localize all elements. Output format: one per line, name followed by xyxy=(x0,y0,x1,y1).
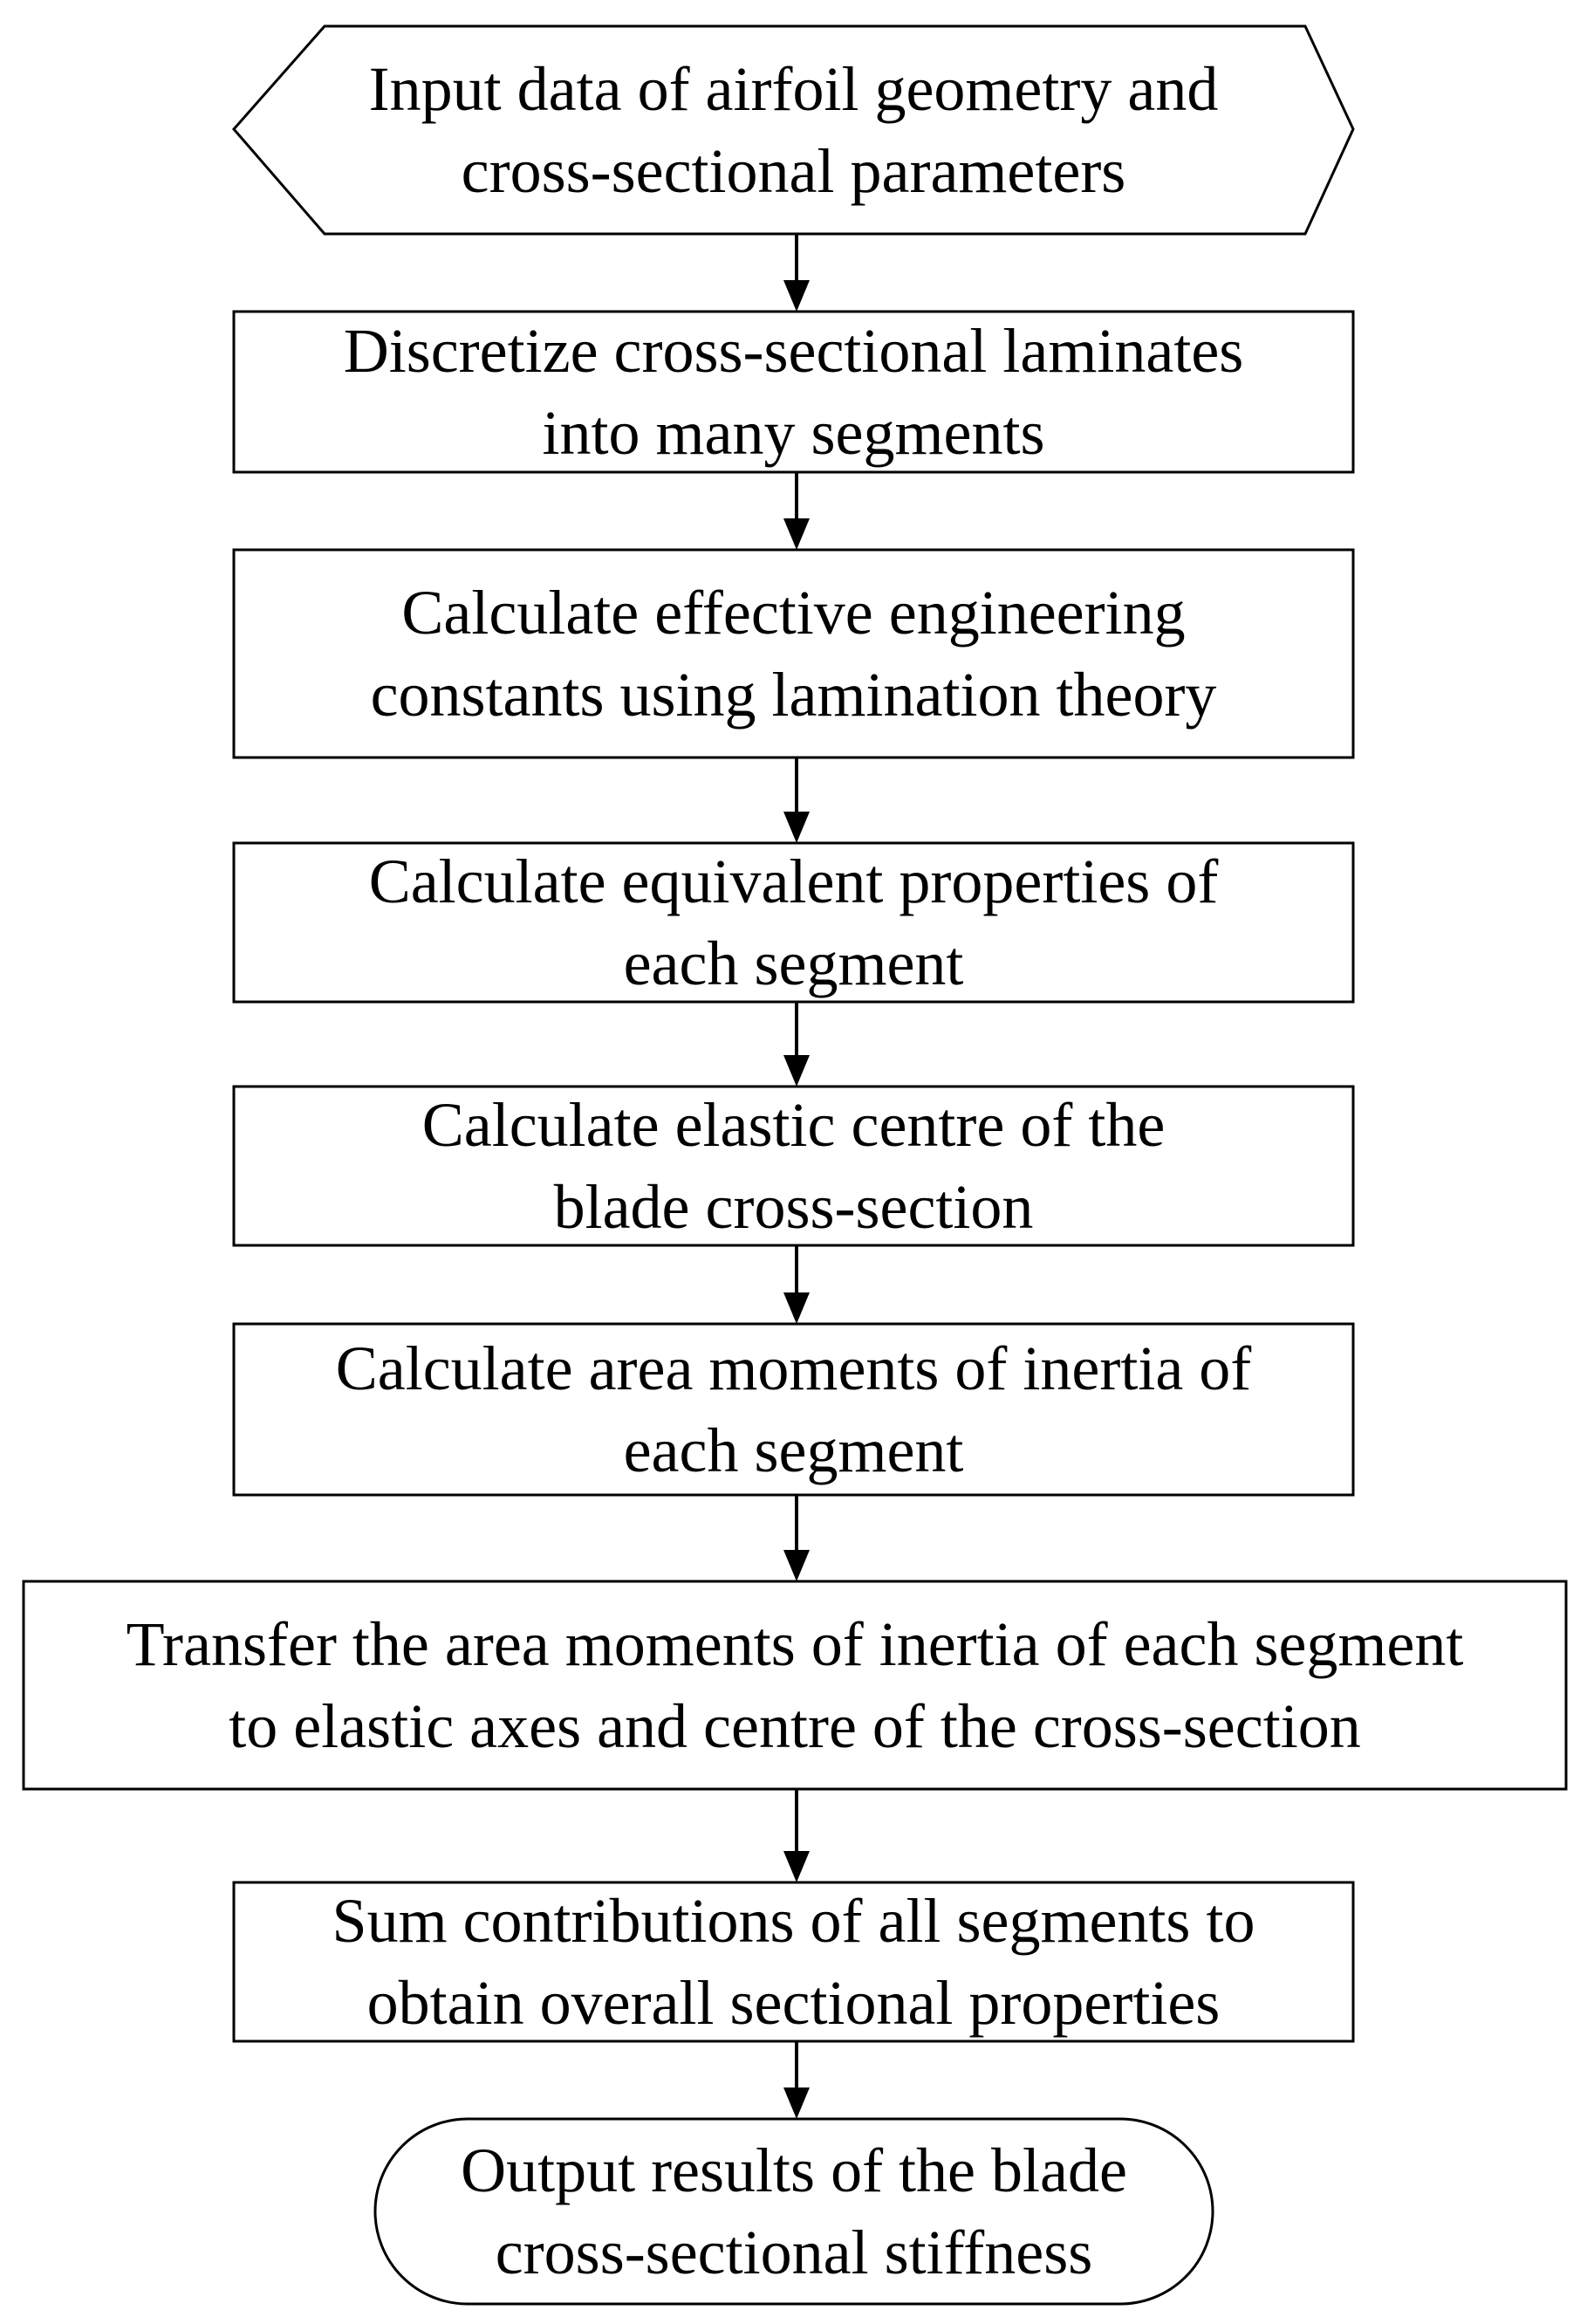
arrow-engineering-constants-to-equivalent-properties xyxy=(783,758,810,843)
input-node-label: Input data of airfoil geometry and cross… xyxy=(234,26,1353,234)
discretize-node-label: Discretize cross-sectional laminates int… xyxy=(234,312,1353,472)
engineering-constants-line-2: constants using lamination theory xyxy=(370,660,1217,730)
elastic-centre-line-1: Calculate elastic centre of the xyxy=(421,1090,1166,1160)
input-line-2: cross-sectional parameters xyxy=(461,136,1126,206)
engineering-constants-box-shape xyxy=(232,548,1355,759)
arrow-elastic-centre-to-area-moments xyxy=(783,1245,810,1324)
sum-node-label: Sum contributions of all segments to obt… xyxy=(234,1882,1353,2041)
output-line-1: Output results of the blade xyxy=(461,2135,1127,2205)
sum-line-2: obtain overall sectional properties xyxy=(366,1968,1221,2038)
engineering-constants-node-label: Calculate effective engineering constant… xyxy=(234,550,1353,758)
transfer-line-2: to elastic axes and centre of the cross-… xyxy=(229,1691,1361,1761)
equivalent-properties-node-label: Calculate equivalent properties of each … xyxy=(234,843,1353,1002)
arrow-input-to-discretize xyxy=(783,234,810,312)
input-hexagon-shape xyxy=(232,24,1355,236)
discretize-line-2: into many segments xyxy=(542,398,1045,468)
elastic-centre-line-2: blade cross-section xyxy=(553,1172,1034,1242)
arrow-sum-to-output xyxy=(783,2041,810,2119)
output-line-2: cross-sectional stiffness xyxy=(495,2218,1093,2287)
transfer-node-label: Transfer the area moments of inertia of … xyxy=(24,1581,1566,1789)
transfer-line-1: Transfer the area moments of inertia of … xyxy=(126,1609,1464,1679)
elastic-centre-node-label: Calculate elastic centre of the blade cr… xyxy=(234,1087,1353,1245)
sum-line-1: Sum contributions of all segments to xyxy=(332,1886,1255,1956)
output-terminator-shape xyxy=(373,2117,1214,2306)
equivalent-properties-box-shape xyxy=(232,841,1355,1004)
sum-box-shape xyxy=(232,1881,1355,2043)
area-moments-line-1: Calculate area moments of inertia of xyxy=(335,1333,1252,1403)
elastic-centre-box-shape xyxy=(232,1085,1355,1247)
equivalent-properties-line-2: each segment xyxy=(623,929,964,998)
engineering-constants-line-1: Calculate effective engineering xyxy=(401,578,1186,648)
arrow-equivalent-properties-to-elastic-centre xyxy=(783,1002,810,1087)
arrow-discretize-to-engineering-constants xyxy=(783,472,810,550)
equivalent-properties-line-1: Calculate equivalent properties of xyxy=(368,847,1219,916)
output-node-label: Output results of the blade cross-sectio… xyxy=(375,2119,1213,2304)
arrow-area-moments-to-transfer xyxy=(783,1495,810,1581)
input-line-1: Input data of airfoil geometry and xyxy=(368,54,1219,124)
area-moments-box-shape xyxy=(232,1322,1355,1497)
area-moments-node-label: Calculate area moments of inertia of eac… xyxy=(234,1324,1353,1495)
area-moments-line-2: each segment xyxy=(623,1416,964,1485)
transfer-box-shape xyxy=(22,1580,1568,1791)
discretize-line-1: Discretize cross-sectional laminates xyxy=(343,316,1244,386)
discretize-box-shape xyxy=(232,310,1355,474)
arrow-transfer-to-sum xyxy=(783,1789,810,1882)
